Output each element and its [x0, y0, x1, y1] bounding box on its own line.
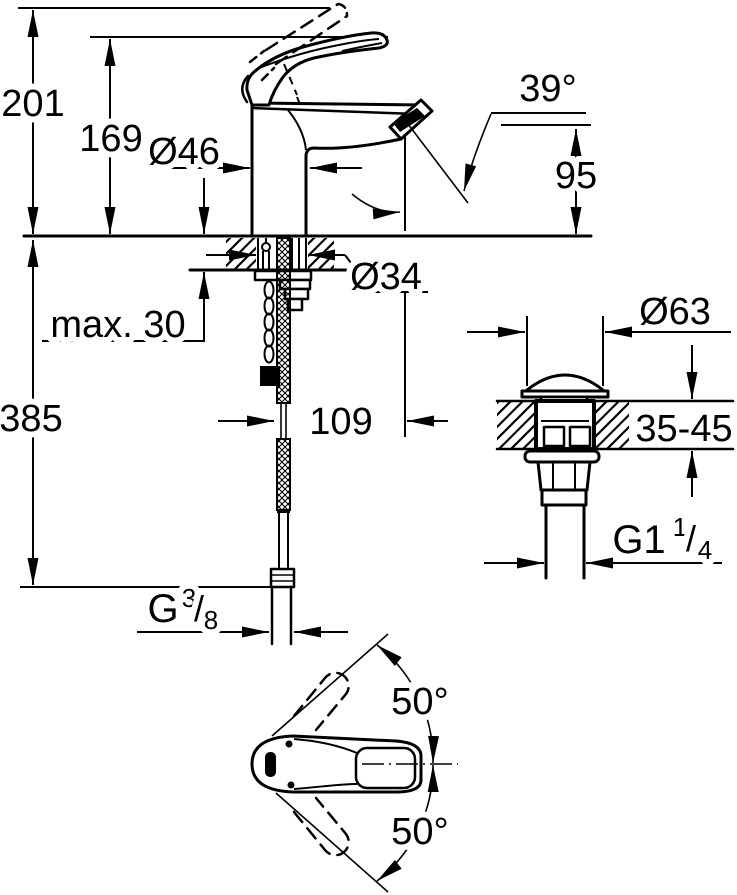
drain-washer — [523, 449, 601, 464]
dim-mounting-hole-diameter: Ø34 — [350, 256, 422, 298]
spout-outlet-slot — [393, 108, 425, 132]
handle-swung-up-dashed — [292, 671, 350, 732]
dim-hose-length: 385 — [0, 398, 63, 440]
flexible-supply-hose — [269, 237, 296, 646]
hose-fitting — [269, 567, 296, 589]
mounting-assembly — [253, 237, 313, 646]
counter-hatch-left — [226, 238, 256, 269]
dim-spout-outlet-height: 95 — [555, 155, 597, 197]
dim-spout-angle: 39° — [519, 68, 576, 110]
drain-thread-base: G1 — [612, 518, 665, 562]
supply-thread-slash: / — [194, 588, 204, 629]
dim-handle-swing-upper: 50° — [391, 681, 448, 723]
dim-total-height: 201 — [1, 83, 64, 125]
drain-cap-dome — [525, 373, 605, 393]
drain-hex-nut — [536, 460, 592, 492]
side-view-dimensions — [27, 10, 582, 638]
dim-supply-thread: G 3 / 8 — [141, 577, 224, 641]
drain-thread-denominator: 4 — [698, 535, 712, 565]
drain-overflow-slot — [542, 425, 566, 448]
drain-thread-slash: / — [686, 518, 696, 559]
dim-drain-cap-diameter: Ø63 — [639, 291, 711, 333]
handle-top-view — [250, 633, 458, 893]
drain-valve-detail — [467, 316, 735, 580]
counter-hatch-right — [308, 238, 334, 269]
dim-drain-thread: G1 1 / 4 — [606, 506, 718, 571]
handle-raised-dashed — [248, 2, 349, 82]
handle-cap-slot — [265, 752, 276, 777]
dim-handle-swing-lower: 50° — [391, 811, 448, 853]
faucet-handle — [241, 2, 389, 108]
side-view-extension-lines — [18, 7, 591, 588]
dim-drain-deck-range: 35-45 — [635, 408, 732, 450]
spout-angle-annotation — [351, 113, 492, 220]
dim-body-diameter: Ø46 — [148, 131, 220, 173]
handle-lever — [245, 31, 389, 107]
pop-up-rod-ball — [261, 242, 271, 252]
dim-height-to-lever: 169 — [79, 118, 142, 160]
handle-lever-face — [354, 746, 417, 790]
drain-overflow-slot — [568, 425, 592, 448]
handle-swung-down-dashed — [292, 796, 350, 857]
spout-underside — [304, 137, 403, 238]
dim-max-deck-thickness: max. 30 — [50, 304, 185, 346]
chain-end-weight — [260, 366, 280, 386]
pop-up-chain — [260, 280, 280, 386]
supply-thread-denominator: 8 — [204, 605, 218, 635]
dim-spout-reach: 109 — [309, 401, 372, 443]
counter-section — [22, 234, 593, 272]
supply-thread-base: G — [147, 587, 178, 631]
faucet-body — [250, 98, 434, 238]
